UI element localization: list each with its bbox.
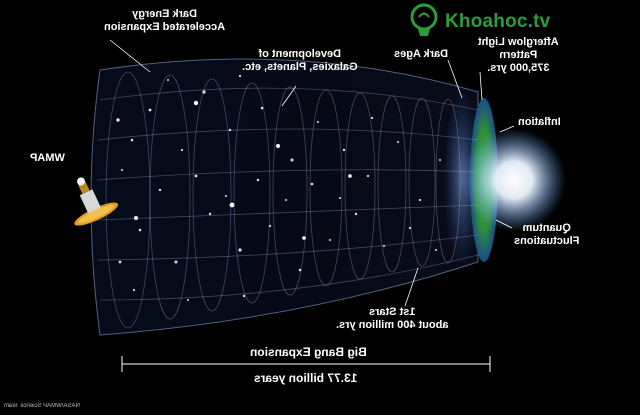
development-label: Development of Galaxies, Planets, etc. — [242, 48, 358, 74]
timeline-bracket — [121, 356, 491, 372]
watermark-text: Khoahoc.tv — [445, 11, 551, 32]
development-line1: Development of — [258, 48, 342, 60]
wmap-label: WMAP — [30, 152, 65, 164]
dark-ages-region — [444, 93, 480, 263]
first-stars-line2: about 400 million yrs. — [336, 319, 449, 331]
first-stars-line1: 1st Stars — [369, 306, 416, 318]
cone-grid — [96, 71, 479, 329]
galaxy-field — [118, 74, 441, 301]
dark-ages-label: Dark Ages — [394, 48, 449, 60]
afterglow-label: Afterglow Light Pattern 375,000 yrs. — [478, 36, 559, 75]
wmap-satellite — [74, 177, 119, 226]
quantum-label: Quantum Fluctuations — [514, 222, 579, 248]
quantum-line1: Quantum — [522, 222, 571, 234]
development-line2: Galaxies, Planets, etc. — [242, 61, 358, 73]
big-bang-expansion-label: Big Bang Expansion — [250, 345, 367, 359]
duration-label: 13.77 billion years — [254, 371, 358, 385]
dark-energy-label: Dark Energy Accelerated Expansion — [104, 8, 225, 34]
lightbulb-logo-icon — [410, 3, 438, 36]
bright-stars — [116, 100, 352, 240]
watermark — [396, 2, 640, 40]
big-bang-glow — [462, 128, 566, 232]
dark-energy-line2: Accelerated Expansion — [104, 21, 226, 33]
expansion-cone — [90, 58, 479, 336]
afterglow-line2: Pattern — [499, 49, 538, 61]
first-stars-label: 1st Stars about 400 million yrs. — [336, 306, 448, 332]
label-pointers — [109, 39, 515, 307]
inflation-label: Inflation — [518, 116, 561, 128]
dark-energy-line1: Dark Energy — [132, 8, 197, 20]
afterglow-line3: 375,000 yrs. — [487, 62, 550, 74]
quantum-line2: Fluctuations — [514, 235, 580, 247]
image-credit: NASA/WMAP Science Team — [4, 403, 80, 409]
